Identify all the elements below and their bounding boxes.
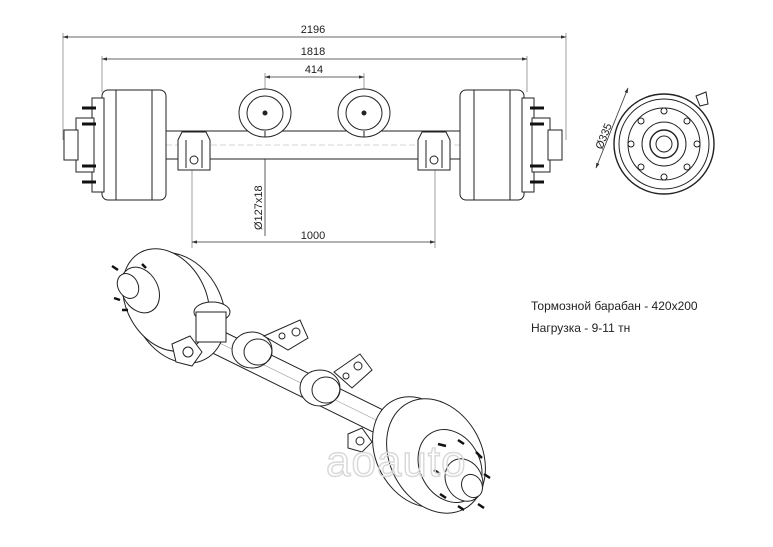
right-brake-drum [459,89,563,201]
dim-axle-beam: Ø127x18 [253,185,265,230]
iso-left-bracket [171,301,231,367]
iso-left-drum [111,248,226,364]
left-brake-drum [63,89,167,201]
front-view [62,33,567,248]
iso-right-bracket [347,427,373,453]
hub-studs [627,107,701,181]
right-spring-seat [417,131,451,171]
dim-brake-span: 1818 [301,46,325,58]
isometric-view [111,248,491,514]
dim-chamber-spacing: 414 [305,64,323,76]
dim-spring-spacing: 1000 [301,230,325,242]
right-brake-chamber [337,88,391,138]
iso-right-chamber [299,353,373,407]
watermark: aoauto [326,437,467,486]
left-spring-seat [177,131,211,171]
spec-load: Нагрузка - 9-11 тн [531,321,631,335]
dim-drum-diameter: Ø335 [594,122,615,151]
side-view-hub [595,87,715,195]
spec-brake-drum: Тормозной барабан - 420x200 [531,299,698,313]
dimension-lines [62,35,567,244]
iso-left-chamber [231,319,309,369]
left-brake-chamber [238,88,292,138]
iso-right-drum [372,396,491,514]
dim-overall-width: 2196 [301,24,325,36]
